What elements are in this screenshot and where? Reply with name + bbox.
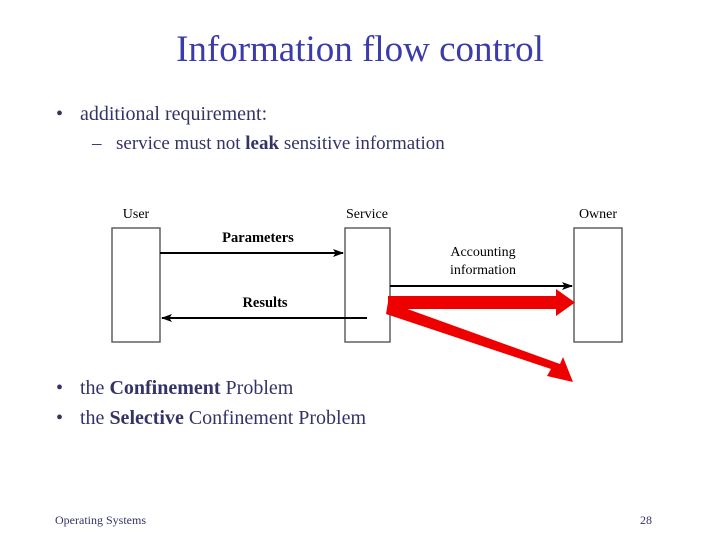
bullet-label: additional requirement: bbox=[80, 103, 268, 125]
bullet-text-post: Confinement Problem bbox=[183, 407, 367, 429]
bullet-label: service must not leak sensitive informat… bbox=[116, 133, 445, 154]
node-service: Service bbox=[344, 207, 391, 343]
edge-results: Results bbox=[161, 295, 367, 322]
bottom-bullet-list: • the Confinement Problem • the Selectiv… bbox=[50, 374, 690, 434]
information-flow-diagram: User Service Owner Parameters Results bbox=[95, 196, 635, 391]
edge-label-accounting-line2: information bbox=[450, 263, 516, 278]
bullet-item-additional-requirement: • additional requirement: bbox=[50, 100, 690, 128]
leak-arrow-shape bbox=[386, 302, 573, 382]
edge-label-results: Results bbox=[242, 295, 287, 311]
bullet-marker-icon: • bbox=[56, 377, 64, 399]
edge-leak-to-owner bbox=[388, 289, 575, 316]
bullet-label: the Confinement Problem bbox=[80, 377, 293, 399]
node-user: User bbox=[111, 207, 161, 343]
node-label-owner: Owner bbox=[579, 207, 617, 222]
bullet-marker-icon: • bbox=[56, 103, 64, 125]
bullet-text-post: Problem bbox=[220, 377, 294, 399]
page-title: Information flow control bbox=[176, 29, 544, 70]
leak-arrow-shape bbox=[388, 289, 575, 316]
bullet-text-emphasis: Confinement bbox=[109, 377, 221, 399]
top-bullet-list: • additional requirement: – service must… bbox=[50, 100, 690, 157]
bullet-text-emphasis: leak bbox=[245, 133, 280, 154]
edge-accounting-information: Accounting information bbox=[390, 245, 573, 290]
node-owner: Owner bbox=[573, 207, 623, 343]
node-label-service: Service bbox=[346, 207, 388, 222]
bullet-text-pre: the bbox=[80, 407, 110, 429]
bullet-text-emphasis: Selective bbox=[109, 407, 184, 429]
bullet-text-post: sensitive information bbox=[279, 133, 445, 154]
edge-parameters: Parameters bbox=[160, 230, 344, 257]
bullet-text-pre: service must not bbox=[116, 133, 246, 154]
bullet-marker-icon: • bbox=[56, 407, 64, 429]
node-label-user: User bbox=[123, 207, 150, 222]
bullet-item-selective-confinement-problem: • the Selective Confinement Problem bbox=[50, 404, 690, 432]
dash-marker-icon: – bbox=[92, 133, 102, 154]
bullet-text-pre: the bbox=[80, 377, 110, 399]
footer-page-number: 28 bbox=[640, 513, 652, 527]
edge-leak-covert-channel bbox=[386, 302, 573, 382]
bullet-item-service-leak: – service must not leak sensitive inform… bbox=[50, 130, 690, 157]
edge-label-parameters: Parameters bbox=[222, 230, 294, 246]
edge-label-accounting-line1: Accounting bbox=[450, 245, 515, 260]
bullet-label: the Selective Confinement Problem bbox=[80, 407, 366, 429]
footer-course-name: Operating Systems bbox=[55, 513, 146, 527]
bullet-item-confinement-problem: • the Confinement Problem bbox=[50, 374, 690, 402]
